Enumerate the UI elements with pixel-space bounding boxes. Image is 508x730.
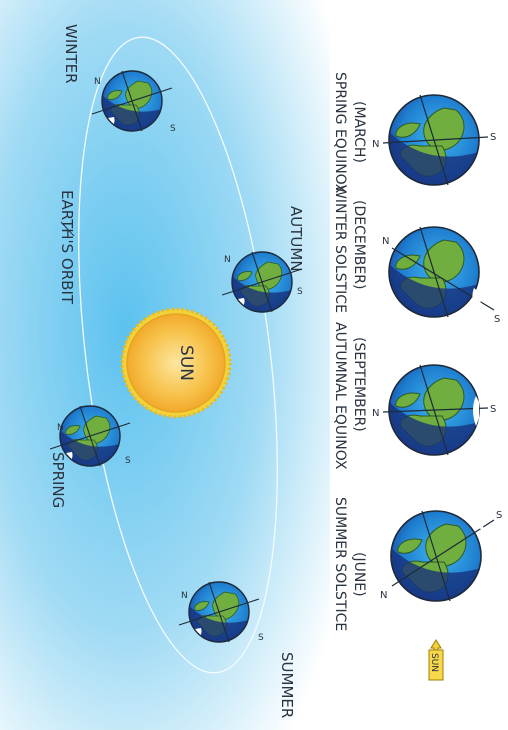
earth-orbit-label: EARTH'S ORBIT	[58, 190, 76, 305]
sun-label: SUN	[176, 345, 196, 381]
south-label-spring: S	[125, 456, 131, 466]
orbit-pointer-line	[60, 221, 75, 237]
south-label-summer: S	[258, 633, 264, 643]
north-label-spring-equinox: N	[372, 139, 379, 150]
legend-summer-solstice-line2: (JUNE)	[351, 552, 367, 597]
south-label-winter-solstice: S	[494, 314, 500, 325]
earth-orbit-path	[78, 36, 278, 674]
axis-autumnal-equinox	[382, 407, 489, 413]
north-label-summer: N	[181, 591, 188, 601]
axis-spring-equinox	[382, 136, 489, 144]
sun-direction-indicator: SUN	[428, 639, 444, 681]
north-label-summer-solstice: N	[380, 590, 387, 601]
legend-spring-equinox-line2: (MARCH)	[351, 101, 367, 163]
north-label-spring: N	[57, 423, 64, 433]
south-label-autumn: S	[297, 287, 303, 297]
ice-cap-summer	[466, 517, 484, 530]
north-label-autumn: N	[224, 255, 231, 265]
axis-summer-solstice	[391, 519, 495, 587]
sun-indicator-label: SUN	[429, 653, 439, 672]
legend-autumnal-equinox-line2: (SEPTEMBER)	[351, 337, 367, 432]
season-label-winter: WINTER	[62, 24, 80, 84]
globe-winter-solstice	[389, 227, 479, 317]
south-label-autumnal-equinox: S	[490, 404, 496, 415]
globe-summer-solstice	[391, 511, 481, 601]
legend-spring-equinox-line1: SPRING EQUINOX	[332, 72, 348, 194]
legend-winter-solstice-line1: WINTER SOLSTICE	[332, 185, 348, 313]
legend-autumnal-equinox-line1: AUTUMNAL EQUINOX	[332, 322, 348, 470]
season-label-autumn: AUTUMN	[287, 206, 305, 272]
north-label-winter-solstice: N	[382, 236, 389, 247]
ice-cap-winter	[472, 288, 481, 314]
south-label-winter: S	[170, 124, 176, 134]
south-label-summer-solstice: S	[496, 510, 502, 521]
legend-summer-solstice-line1: SUMMER SOLSTICE	[332, 497, 348, 631]
ice-cap-autumnal	[473, 396, 479, 426]
north-label-autumnal-equinox: N	[372, 408, 379, 419]
legend-winter-solstice-line2: (DECEMBER)	[351, 200, 367, 289]
season-label-spring: SPRING	[49, 452, 67, 508]
south-label-spring-equinox: S	[490, 132, 496, 143]
sun	[126, 313, 226, 413]
north-label-winter: N	[94, 77, 101, 87]
season-label-summer: SUMMER	[278, 652, 296, 718]
